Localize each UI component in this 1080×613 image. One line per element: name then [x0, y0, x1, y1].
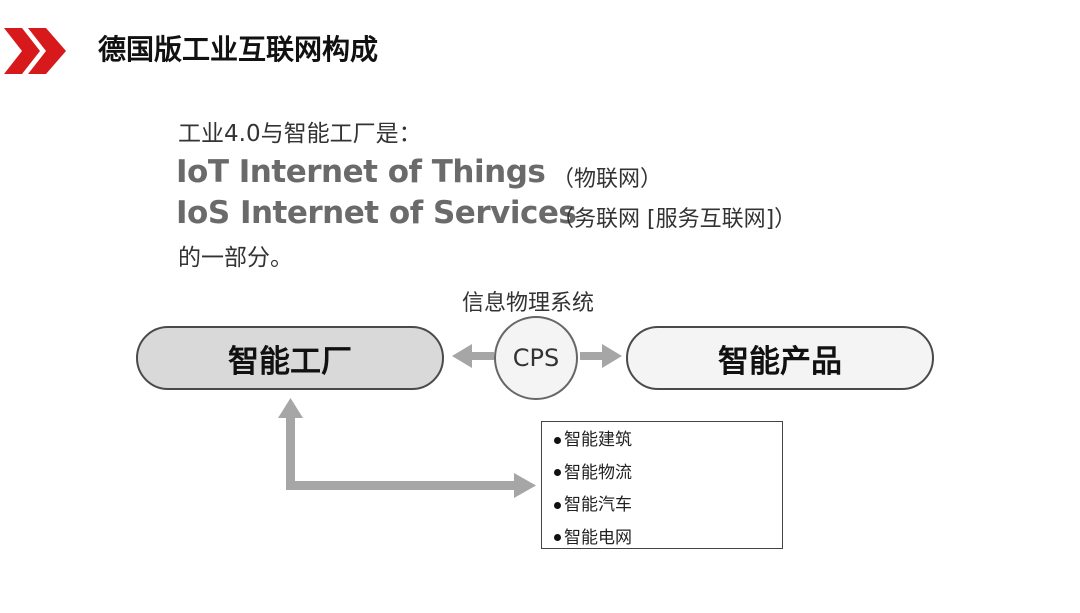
chevron-logo-icon	[4, 28, 66, 74]
node-smart-product-label: 智能产品	[718, 343, 842, 380]
node-smart-factory: 智能工厂	[136, 326, 444, 390]
node-smart-product: 智能产品	[626, 326, 934, 390]
term-iot: IoT Internet of Things	[176, 154, 546, 190]
application-item: 智能物流	[554, 457, 782, 490]
arrow-to-factory	[452, 344, 494, 368]
node-cps-label: CPS	[512, 344, 560, 372]
bullet-icon	[554, 436, 561, 444]
arrow-to-product	[580, 344, 622, 368]
application-label: 智能建筑	[564, 430, 632, 450]
arrow-factory-applications	[278, 398, 536, 498]
bullet-icon	[554, 469, 561, 476]
applications-box: 智能建筑 智能物流 智能汽车 智能电网	[541, 421, 783, 549]
bullet-icon	[554, 534, 561, 541]
term-ios: IoS Internet of Services	[176, 195, 577, 231]
note-ios: （务联网 [服务互联网]）	[552, 207, 797, 232]
node-smart-factory-label: 智能工厂	[228, 343, 352, 380]
application-label: 智能物流	[564, 462, 632, 483]
cps-caption: 信息物理系统	[462, 291, 595, 316]
intro-lead: 工业4.0与智能工厂是：	[178, 121, 422, 147]
node-cps: CPS	[494, 316, 578, 400]
bullet-icon	[554, 501, 561, 509]
page-title: 德国版工业互联网构成	[98, 33, 379, 66]
application-label: 智能电网	[564, 527, 632, 548]
note-iot: （物联网）	[552, 167, 663, 192]
application-item: 智能建筑	[554, 424, 782, 457]
application-item: 智能电网	[554, 522, 782, 555]
application-item: 智能汽车	[554, 489, 782, 522]
intro-tail: 的一部分。	[178, 245, 293, 271]
application-label: 智能汽车	[564, 495, 632, 515]
